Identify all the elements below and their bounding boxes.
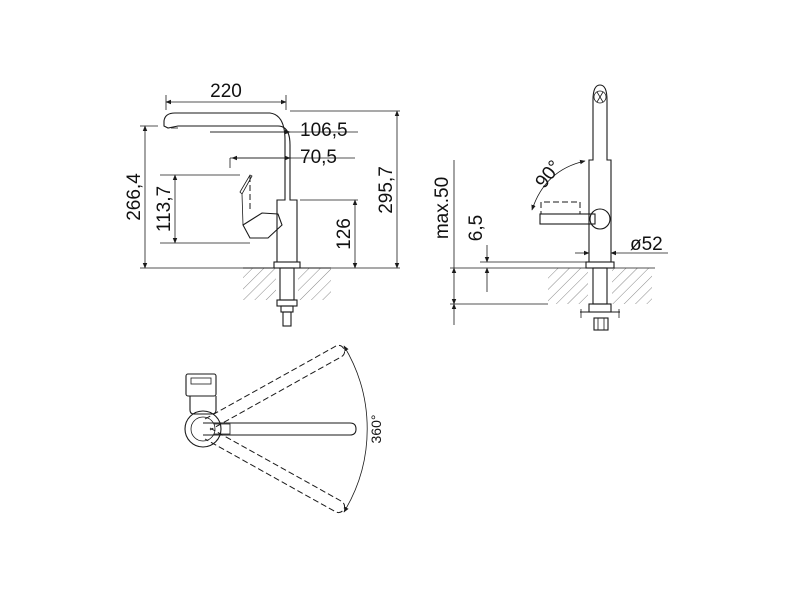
dim-113-7-label: 113,7 [154, 186, 175, 232]
lever-arm [539, 213, 596, 225]
faucet-body-front [588, 84, 612, 263]
dim-126-label: 126 [334, 218, 355, 250]
dim-360-label: 360° [368, 415, 384, 444]
connector-front [593, 317, 609, 331]
base-circle-top [184, 410, 222, 448]
dim-220-label: 220 [210, 81, 242, 102]
dim-266-4-label: 266,4 [124, 173, 145, 221]
countertop-hatch-right-a [548, 268, 588, 304]
lever-body [242, 212, 283, 239]
dim-70-5-label: 70,5 [300, 147, 337, 168]
spout-tip [593, 90, 607, 104]
base-ring [273, 261, 301, 269]
dim-6-5-label: 6,5 [466, 215, 487, 241]
countertop-hatch-right-b [612, 268, 652, 304]
spout-top-dashed-lower [204, 427, 346, 514]
hose-connector [282, 311, 292, 327]
dim-arc-90 [531, 159, 586, 211]
lever-neck-top [189, 396, 217, 415]
dim-max50-label: max.50 [432, 177, 453, 239]
dim-90-label: 90° [532, 157, 566, 193]
dim-295-7-label: 295,7 [376, 166, 397, 214]
side-view: 220 106,5 70,5 266,4 113,7 126 295,7 [124, 81, 400, 327]
nut-front [588, 303, 612, 313]
dim-arc-360 [343, 345, 368, 513]
spout-top-solid [203, 422, 357, 436]
lever-arm-dashed [540, 201, 581, 215]
top-view: 360° [184, 344, 384, 514]
spout-top-dashed-upper [204, 344, 346, 431]
lever-handle [239, 174, 253, 226]
dim-106-5-label: 106,5 [300, 120, 348, 141]
lever-block-top [185, 373, 217, 397]
spout-outline [163, 112, 298, 263]
nut [276, 299, 298, 307]
lever-hub [589, 208, 611, 230]
dim-d52-label: ø52 [630, 234, 663, 255]
front-view: 90° ø52 max.50 6,5 [432, 84, 668, 331]
base-ring-front [585, 261, 615, 269]
